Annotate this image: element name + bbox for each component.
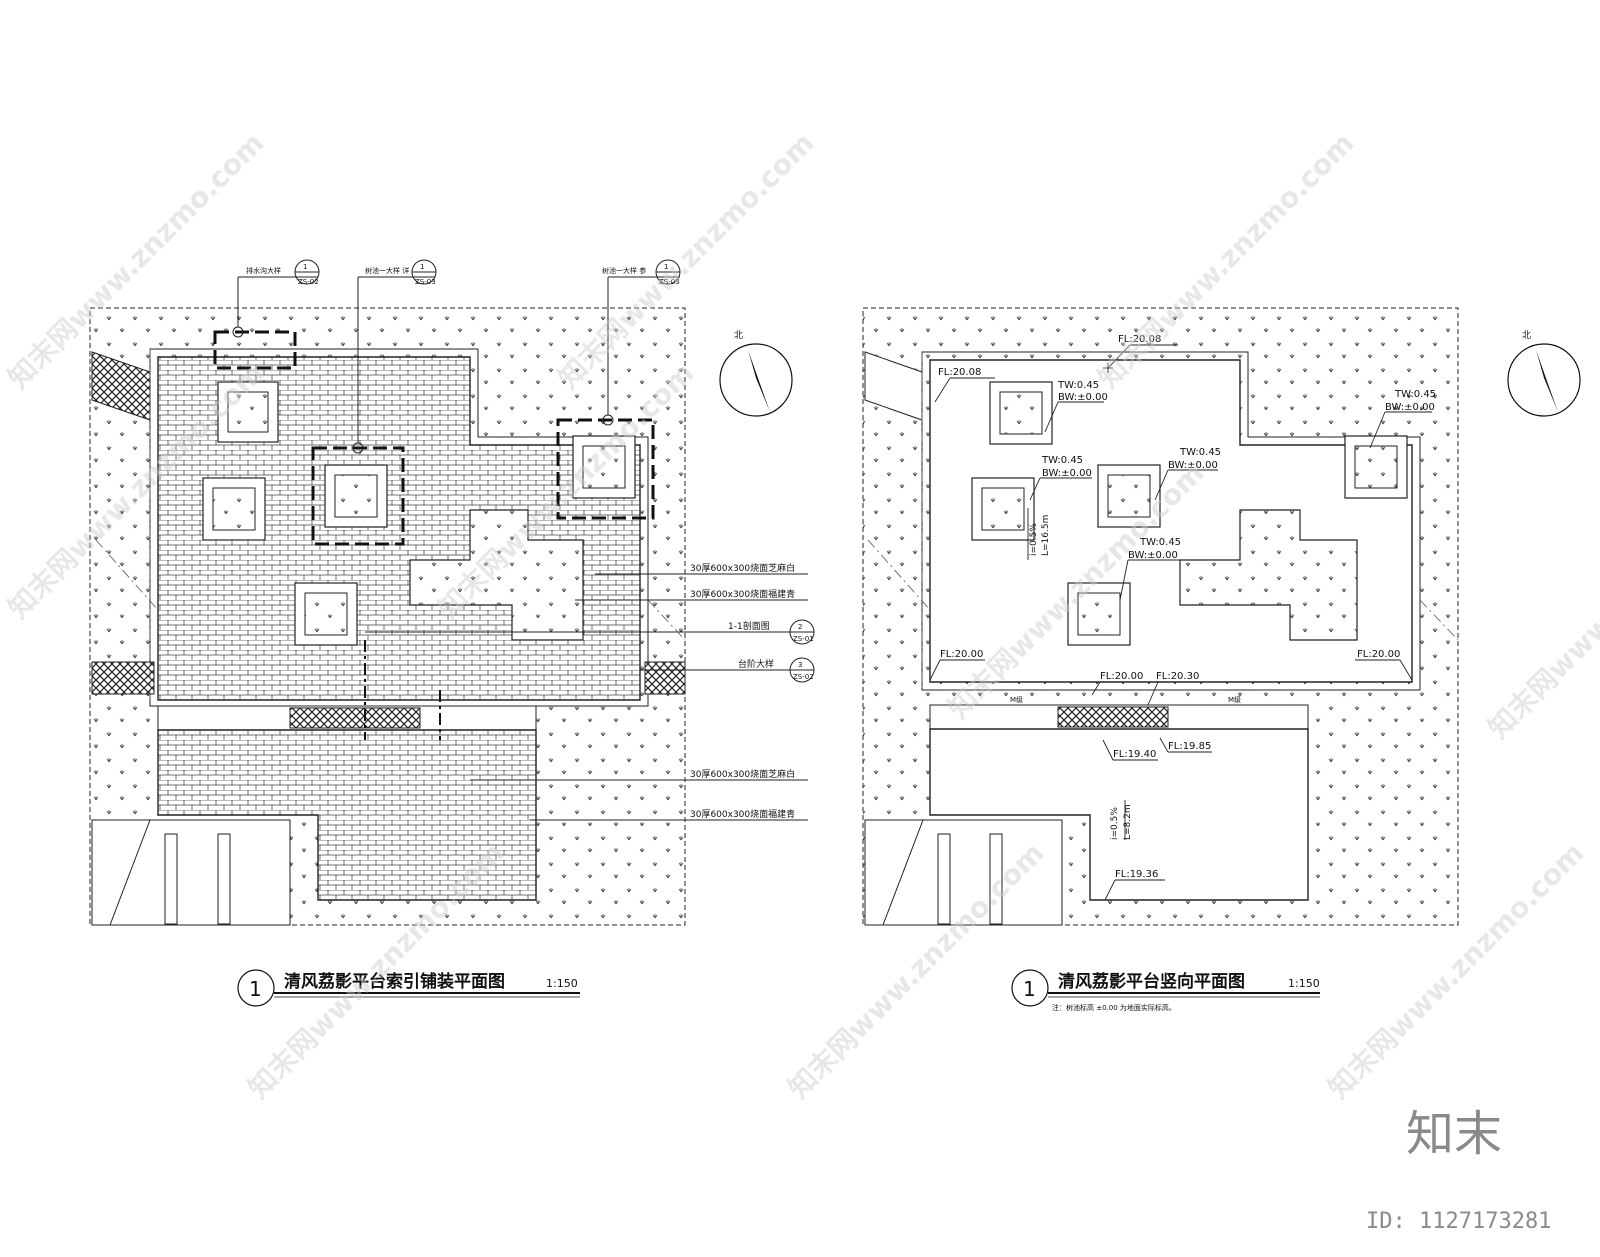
left-north-arrow: 北 <box>719 330 793 417</box>
right-column-2 <box>989 833 1003 925</box>
elev-bw-3: BW:±0.00 <box>1168 460 1218 471</box>
left-upper-curb <box>149 348 649 707</box>
callout-sheet-drain: ZS-02 <box>298 278 319 286</box>
right-tree-pits <box>971 381 1408 646</box>
elev-fl-bottom: FL:19.36 <box>1115 869 1158 880</box>
left-weave-ramp <box>91 351 151 421</box>
callout-sheet-pit-detail: ZS-03 <box>415 278 436 286</box>
image-id: ID: 1127173281 <box>1366 1209 1551 1234</box>
left-title: 清风荔影平台索引铺装平面图 <box>284 971 505 992</box>
elev-fl-lower-right: FL:19.85 <box>1168 741 1211 752</box>
section-sheet: ZS-01 <box>793 635 814 643</box>
right-north-arrow: 北 <box>1507 330 1581 417</box>
right-drain <box>1057 706 1169 728</box>
step-detail-num: 3 <box>798 661 802 669</box>
callout-num-drain: 1 <box>303 263 307 271</box>
elev-tw-2: TW:0.45 <box>1041 455 1083 466</box>
section-num: 2 <box>798 623 802 631</box>
slope-upper-i: i=0.5% <box>1029 523 1039 556</box>
callout-frame-pit-1 <box>311 446 405 546</box>
elev-fl-lower-left: FL:19.40 <box>1113 749 1156 760</box>
right-column-1 <box>937 833 951 925</box>
callout-num-pit-ref: 1 <box>664 263 668 271</box>
left-tree-pits <box>202 381 636 646</box>
elev-tw-4: TW:0.45 <box>1139 537 1181 548</box>
right-building <box>864 819 1063 926</box>
elev-bw-2: BW:±0.00 <box>1042 468 1092 479</box>
right-title-block: 1 清风荔影平台竖向平面图 1:150 注：树池标高 ±0.00 为地面实际标高… <box>1011 969 1320 1012</box>
step-tag-right: M级 <box>1228 695 1241 704</box>
material-label-3: 30厚600x300烧面芝麻白 <box>690 768 795 780</box>
north-label-right: 北 <box>1522 330 1531 341</box>
left-title-block: 1 清风荔影平台索引铺装平面图 1:150 <box>237 969 580 1007</box>
elev-fl-left: FL:20.08 <box>938 367 981 378</box>
slope-upper-l: L=16.5m <box>1041 515 1051 556</box>
left-lower-paving <box>157 729 537 901</box>
elev-fl-step-right: FL:20.30 <box>1156 671 1199 682</box>
step-detail-label: 台阶大样 <box>738 658 774 670</box>
callout-label-drain: 排水沟大样 <box>246 266 281 275</box>
right-title: 清风荔影平台竖向平面图 <box>1058 971 1245 992</box>
callout-label-pit-detail: 树池一大样 详 <box>365 266 409 275</box>
left-scale: 1:150 <box>546 977 578 990</box>
left-lawn-cutout <box>409 509 584 641</box>
brand-logo-text: 知末 <box>1406 1106 1502 1162</box>
right-note: 注：树池标高 ±0.00 为地面实际标高。 <box>1052 1003 1176 1012</box>
left-column-1 <box>164 833 178 925</box>
material-label-2: 30厚600x300烧面福建青 <box>690 588 795 600</box>
left-plan <box>89 259 815 926</box>
callout-frame-drain <box>213 330 297 370</box>
slope-lower-i: i=0.5% <box>1110 807 1120 840</box>
elev-fl-bottom-left: FL:20.00 <box>940 649 983 660</box>
material-label-4: 30厚600x300烧面福建青 <box>690 808 795 820</box>
elev-bw-5: BW:±0.00 <box>1385 402 1435 413</box>
elev-tw-1: TW:0.45 <box>1057 380 1099 391</box>
north-label-left: 北 <box>734 330 743 341</box>
step-detail-sheet: ZS-02 <box>793 673 814 681</box>
elev-bw-4: BW:±0.00 <box>1128 550 1178 561</box>
material-label-1: 30厚600x300烧面芝麻白 <box>690 562 795 574</box>
elev-fl-step-left: FL:20.00 <box>1100 671 1143 682</box>
left-building <box>91 819 291 926</box>
right-plan <box>862 307 1459 926</box>
right-lower-platform <box>929 728 1309 901</box>
elev-bw-1: BW:±0.00 <box>1058 392 1108 403</box>
watermark-2: 知末网www.znzmo.com <box>552 126 821 395</box>
step-tag-left: M级 <box>1010 695 1023 704</box>
callout-label-pit-ref: 树池一大样 参 <box>602 266 646 275</box>
left-callout-labels: 排水沟大样 1 ZS-02 树池一大样 详 1 ZS-03 树池一大样 参 1 … <box>246 263 814 820</box>
elev-tw-3: TW:0.45 <box>1179 447 1221 458</box>
brand-block: 知末 ID: 1127173281 <box>1366 1106 1551 1234</box>
left-title-number: 1 <box>249 977 262 1001</box>
right-upper-curb <box>921 351 1421 691</box>
callout-frame-pit-2 <box>556 418 655 520</box>
right-scale: 1:150 <box>1288 977 1320 990</box>
left-drain <box>289 707 421 729</box>
left-weave-left <box>91 661 155 695</box>
elev-fl-bottom-right: FL:20.00 <box>1357 649 1400 660</box>
callout-num-pit-detail: 1 <box>420 263 424 271</box>
left-weave-right <box>644 661 686 695</box>
left-column-2 <box>217 833 231 925</box>
right-elevation-labels: FL:20.08 FL:20.08 TW:0.45 BW:±0.00 TW:0.… <box>938 334 1436 880</box>
right-title-number: 1 <box>1023 977 1036 1001</box>
watermark-7: 知末网www.znzmo.com <box>1482 476 1600 745</box>
elev-fl-top: FL:20.08 <box>1118 334 1161 345</box>
section-label: 1-1剖面图 <box>728 620 770 632</box>
elev-tw-5: TW:0.45 <box>1394 389 1436 400</box>
callout-sheet-pit-ref: ZS-03 <box>659 278 680 286</box>
right-lawn-cutout <box>1179 509 1358 641</box>
slope-lower-l: L=8.2m <box>1123 804 1133 840</box>
